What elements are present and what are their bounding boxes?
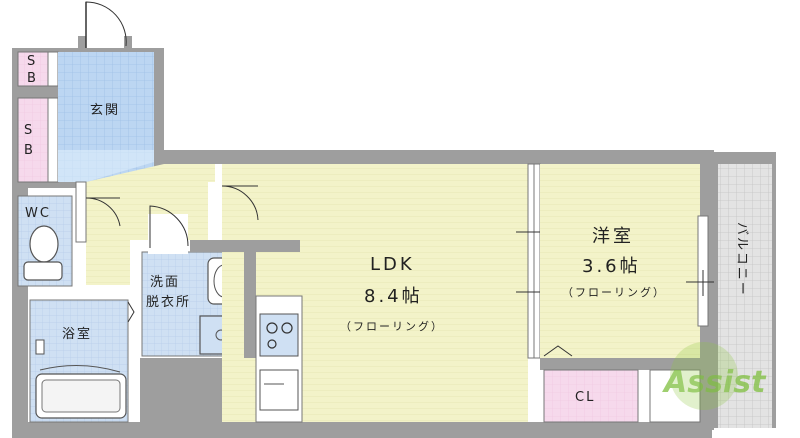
sb-lower-label-1: S: [24, 123, 34, 138]
toilet-icon: [29, 225, 59, 263]
faucet-icon: [35, 339, 45, 355]
balcony: バルコニー: [714, 152, 776, 428]
sb-upper-label-2: B: [27, 71, 38, 86]
entrance-door: [78, 1, 132, 50]
washroom-label-2: 脱衣所: [146, 294, 191, 310]
sliding-partition: [516, 163, 550, 359]
ldk-label: LDK: [370, 254, 415, 275]
sb-lower-label-2: B: [24, 143, 35, 158]
closet-room: CL: [540, 345, 701, 423]
closet-label: CL: [575, 390, 595, 405]
wc-label: WC: [25, 206, 51, 221]
entrance-label: 玄関: [90, 103, 120, 118]
western-size: 3.6帖: [582, 256, 641, 277]
washroom-label-1: 洗面: [150, 275, 180, 290]
entrance-room: 玄関: [58, 52, 154, 182]
watermark-logo: Assist: [662, 342, 767, 410]
bath-room: 浴室: [29, 299, 135, 423]
bath-label: 浴室: [62, 326, 92, 342]
balcony-label: バルコニー: [734, 222, 749, 297]
wc-room: WC: [17, 195, 73, 287]
sb-upper-label-1: S: [27, 54, 37, 69]
ldk-size: 8.4帖: [364, 286, 423, 307]
western-label: 洋室: [592, 226, 634, 247]
watermark-text: Assist: [662, 365, 767, 400]
ldk-floor: （フローリング）: [340, 319, 444, 333]
kitchen-sink-icon: [259, 369, 299, 411]
sb-lower-room: S B: [17, 97, 81, 183]
western-floor: （フローリング）: [562, 285, 666, 299]
ldk-room: LDK 8.4帖 （フローリング）: [190, 164, 528, 423]
stove-icon: [259, 313, 299, 357]
western-room: 洋室 3.6帖 （フローリング）: [540, 164, 724, 358]
